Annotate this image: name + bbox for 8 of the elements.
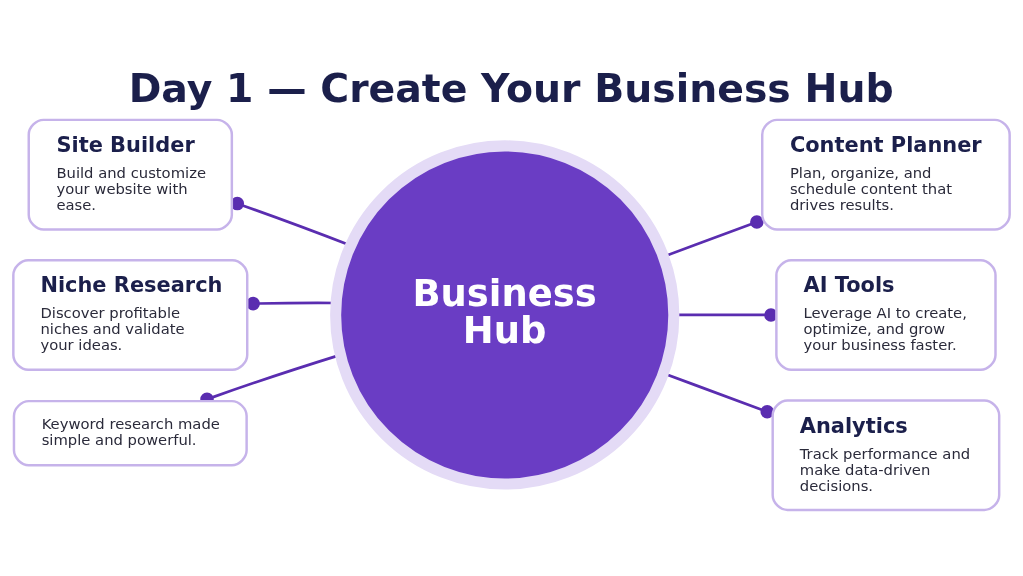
node-box: Site Builder Build and customize your website with ease.: [27, 118, 234, 231]
node-box: Content Planner Plan, organize, and schedule content that drives results.: [761, 118, 1011, 231]
node-box: Niche Research Discover profitable niches and validate your ideas.: [12, 258, 249, 371]
node-circle: Business Hub: [330, 139, 680, 490]
node-box: Analytics Track performance and make data-driven decisions.: [771, 398, 1001, 511]
node-box: Keyword research made simple and powerful.: [12, 399, 248, 466]
diagram-title: Day 1 — Create Your Business Hub: [128, 64, 894, 111]
node-box: AI Tools Leverage AI to create, optimize, and grow your business faster.: [775, 258, 997, 371]
